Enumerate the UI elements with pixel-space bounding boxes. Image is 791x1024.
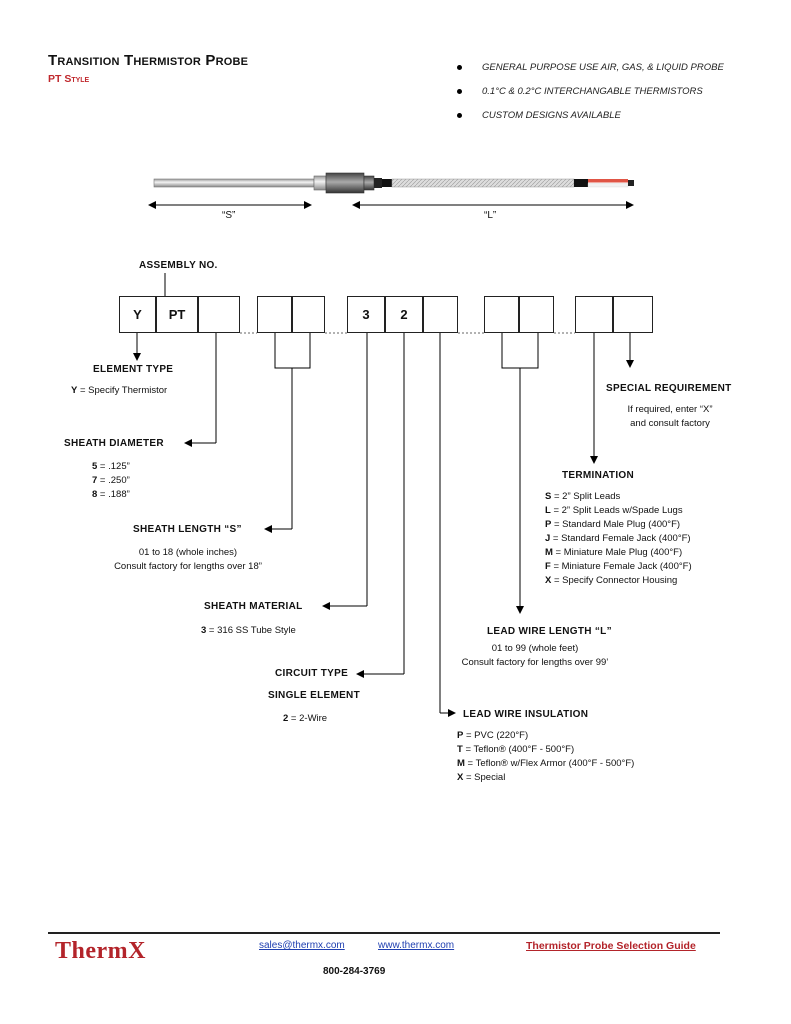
list-item: M = Miniature Male Plug (400°F) <box>545 547 683 558</box>
bullet-item: CUSTOM DESIGNS AVAILABLE <box>457 103 724 127</box>
list-item: P = PVC (220°F) <box>457 730 529 741</box>
code-box-element-type: Y <box>119 296 156 333</box>
list-item: F = Miniature Female Jack (400°F) <box>545 561 692 572</box>
code-box-lead-insulation <box>423 296 458 333</box>
code-box-style: PT <box>156 296 198 333</box>
list-item: P = Standard Male Plug (400°F) <box>545 519 681 530</box>
probe-illustration <box>148 172 634 209</box>
feature-bullets: GENERAL PURPOSE USE AIR, GAS, & LIQUID P… <box>457 55 724 127</box>
termination-options: S = 2” Split Leads L = 2” Split Leads w/… <box>545 490 692 588</box>
transition-body <box>325 172 365 194</box>
list-item: M = Teflon® w/Flex Armor (400°F - 500°F) <box>457 758 635 769</box>
list-item: T = Teflon® (400°F - 500°F) <box>457 744 575 755</box>
sheath-diameter-heading: SHEATH DIAMETER <box>64 438 164 449</box>
lead-wire-insulation-options: P = PVC (220°F) T = Teflon® (400°F - 500… <box>457 729 634 785</box>
lead-wire-length-heading: LEAD WIRE LENGTH “L” <box>487 626 612 637</box>
special-requirement-info: If required, enter “X” and consult facto… <box>627 404 713 429</box>
list-item: 8 = .188” <box>92 489 130 500</box>
list-item: X = Specify Connector Housing <box>545 575 678 586</box>
selection-guide-link[interactable]: Thermistor Probe Selection Guide <box>526 940 696 952</box>
code-box-sheath-length-1 <box>257 296 292 333</box>
code-box-sheath-material: 3 <box>347 296 385 333</box>
sheath-material-option: 3 = 316 SS Tube Style <box>201 625 296 636</box>
termination-heading: TERMINATION <box>562 470 634 481</box>
website-link[interactable]: www.thermx.com <box>378 940 455 951</box>
thermx-logo: ThermX <box>55 938 146 964</box>
bullet-dot-icon <box>457 64 462 70</box>
list-item: S = 2” Split Leads <box>545 491 621 502</box>
email-link[interactable]: sales@thermx.com <box>259 940 345 951</box>
sheath-length-heading: SHEATH LENGTH “S” <box>133 524 242 535</box>
sheath-length-info: 01 to 18 (whole inches) Consult factory … <box>114 547 262 572</box>
element-type-option: Y = Specify Thermistor <box>71 385 168 396</box>
code-box-sheath-diameter <box>198 296 240 333</box>
page-title: Transition Thermistor Probe <box>48 52 249 69</box>
bullet-dot-icon <box>457 88 462 94</box>
assembly-number-label: ASSEMBLY NO. <box>139 260 218 271</box>
lead-wire-insulation-heading: LEAD WIRE INSULATION <box>463 709 589 720</box>
circuit-type-option: 2 = 2-Wire <box>283 713 328 724</box>
dimension-label-s: “S” <box>222 210 236 221</box>
list-item: L = 2” Split Leads w/Spade Lugs <box>545 505 683 516</box>
page-subtitle: PT Style <box>48 73 90 85</box>
sheath-material-heading: SHEATH MATERIAL <box>204 601 303 612</box>
dimension-label-l: “L” <box>484 210 497 221</box>
footer-divider <box>48 932 720 934</box>
sheath-tube <box>153 178 315 188</box>
list-item: X = Special <box>457 772 506 783</box>
code-box-lead-length-1 <box>484 296 519 333</box>
code-box-special-requirement <box>613 296 653 333</box>
list-item: J = Standard Female Jack (400°F) <box>545 533 691 544</box>
code-box-circuit-type: 2 <box>385 296 423 333</box>
code-box-sheath-length-2 <box>292 296 325 333</box>
code-box-lead-length-2 <box>519 296 554 333</box>
phone-number: 800-284-3769 <box>323 966 386 977</box>
bullet-dot-icon <box>457 112 462 118</box>
list-item: 7 = .250” <box>92 475 130 486</box>
circuit-type-subheading: SINGLE ELEMENT <box>268 690 360 701</box>
lead-wire-cable <box>391 178 575 188</box>
sheath-diameter-options: 5 = .125” 7 = .250” 8 = .188” <box>92 460 130 502</box>
bullet-item: 0.1°C & 0.2°C INTERCHANGABLE THERMISTORS <box>457 79 724 103</box>
circuit-type-heading: CIRCUIT TYPE <box>275 668 349 679</box>
special-requirement-heading: SPECIAL REQUIREMENT <box>606 383 732 394</box>
bullet-item: GENERAL PURPOSE USE AIR, GAS, & LIQUID P… <box>457 55 724 79</box>
list-item: 5 = .125” <box>92 461 130 472</box>
element-type-heading: ELEMENT TYPE <box>93 364 174 375</box>
code-box-termination <box>575 296 613 333</box>
lead-wire-length-info: 01 to 99 (whole feet) Consult factory fo… <box>461 643 609 668</box>
